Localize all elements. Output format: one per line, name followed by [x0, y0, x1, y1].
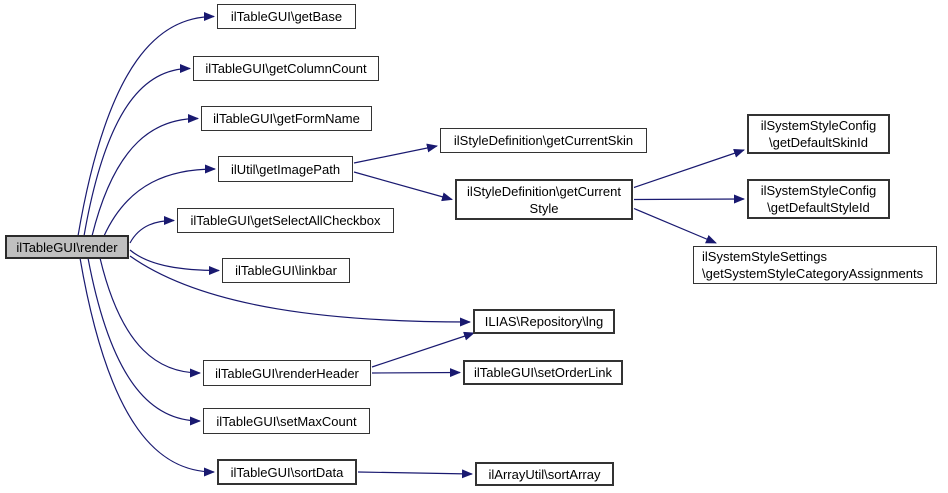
graph-node-getCurrentStyle[interactable]: ilStyleDefinition\getCurrent Style — [455, 179, 633, 220]
edge-render-linkbar — [129, 249, 220, 275]
edge-getCurrentStyle-getSystemStyleCategoryAssignments — [633, 207, 717, 244]
graph-node-sortArray[interactable]: ilArrayUtil\sortArray — [475, 462, 614, 486]
edge-render-getSelectAllCheckbox — [129, 216, 175, 244]
graph-node-getImagePath[interactable]: ilUtil\getImagePath — [218, 156, 353, 182]
edge-getCurrentStyle-getDefaultStyleId — [633, 194, 745, 204]
edge-render-getFormName — [91, 114, 199, 237]
edge-render-getImagePath — [103, 164, 216, 237]
graph-node-getDefaultStyleId[interactable]: ilSystemStyleConfig \getDefaultStyleId — [747, 179, 890, 219]
edge-render-lng — [129, 255, 471, 327]
graph-node-linkbar[interactable]: ilTableGUI\linkbar — [222, 258, 350, 283]
edge-render-getColumnCount — [83, 64, 191, 237]
graph-node-render[interactable]: ilTableGUI\render — [5, 235, 129, 259]
edge-renderHeader-setOrderLink — [371, 368, 461, 378]
edge-render-renderHeader — [99, 257, 201, 378]
edge-render-setMaxCount — [87, 257, 201, 426]
graph-node-setOrderLink[interactable]: ilTableGUI\setOrderLink — [463, 360, 623, 385]
edge-sortData-sortArray — [357, 469, 473, 479]
edge-render-sortData — [79, 257, 215, 477]
graph-node-getFormName[interactable]: ilTableGUI\getFormName — [201, 106, 372, 131]
edge-renderHeader-lng — [371, 331, 475, 368]
edge-getImagePath-getCurrentSkin — [353, 143, 438, 164]
edge-getCurrentStyle-getDefaultSkinId — [633, 148, 745, 189]
graph-node-getDefaultSkinId[interactable]: ilSystemStyleConfig \getDefaultSkinId — [747, 114, 890, 154]
graph-node-getSelectAllCheckbox[interactable]: ilTableGUI\getSelectAllCheckbox — [177, 208, 394, 233]
graph-node-getCurrentSkin[interactable]: ilStyleDefinition\getCurrentSkin — [440, 128, 647, 153]
graph-node-setMaxCount[interactable]: ilTableGUI\setMaxCount — [203, 408, 370, 434]
graph-node-renderHeader[interactable]: ilTableGUI\renderHeader — [203, 360, 371, 386]
graph-node-getSystemStyleCategoryAssignments[interactable]: ilSystemStyleSettings \getSystemStyleCat… — [693, 246, 937, 284]
edge-getImagePath-getCurrentStyle — [353, 171, 453, 202]
graph-node-lng[interactable]: ILIAS\Repository\lng — [473, 309, 615, 334]
graph-node-getColumnCount[interactable]: ilTableGUI\getColumnCount — [193, 56, 379, 81]
edge-render-getBase — [77, 12, 215, 237]
graph-node-sortData[interactable]: ilTableGUI\sortData — [217, 459, 357, 485]
graph-node-getBase[interactable]: ilTableGUI\getBase — [217, 4, 356, 29]
